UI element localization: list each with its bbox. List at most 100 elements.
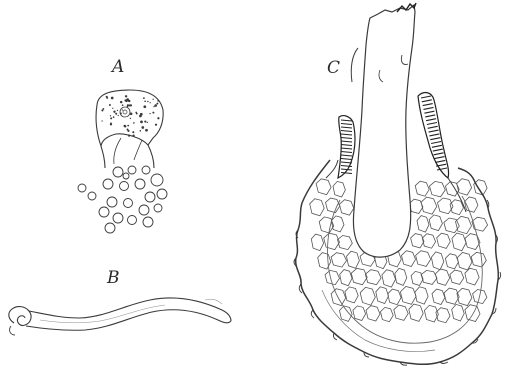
tissue-cell xyxy=(333,181,345,197)
stipple-dot xyxy=(143,105,146,108)
stipple-dot xyxy=(136,113,138,115)
tissue-cell xyxy=(431,252,443,270)
stipple-dot xyxy=(147,101,148,102)
tissue-cell xyxy=(339,200,353,215)
stipple-dot xyxy=(110,122,111,123)
stipple-dot xyxy=(101,120,102,121)
stipple-dot xyxy=(128,134,130,136)
stipple-dot xyxy=(145,129,148,132)
tissue-cell xyxy=(437,233,451,248)
spore-cell xyxy=(151,174,163,186)
tissue-cell xyxy=(465,305,480,322)
figure-c-drawing xyxy=(294,3,501,365)
stipple-dot xyxy=(149,113,150,114)
stipple-dot xyxy=(118,115,119,116)
stipple-dot xyxy=(144,121,146,123)
stipple-dot xyxy=(156,103,158,105)
tissue-cell xyxy=(331,289,346,306)
cap-ring xyxy=(120,107,130,117)
stipple-dot xyxy=(140,121,143,124)
tissue-cell xyxy=(311,234,323,251)
tissue-cell xyxy=(445,254,458,269)
tissue-cell xyxy=(457,253,472,271)
tissue-cell xyxy=(365,270,381,285)
stipple-dot xyxy=(152,99,153,100)
stipple-dot xyxy=(125,95,127,97)
tissue-cell xyxy=(416,251,431,267)
spore-cell xyxy=(145,192,155,202)
spore-cell xyxy=(107,197,117,207)
tissue-cell xyxy=(452,233,466,251)
stipple-dot xyxy=(132,131,134,133)
stipple-dot xyxy=(125,99,128,102)
cap-ring-inner xyxy=(123,110,127,114)
tissue-cell xyxy=(432,289,445,304)
stipple-dot xyxy=(152,112,154,114)
tissue-cell xyxy=(324,233,340,249)
spore-cell xyxy=(88,192,96,200)
tissue-cell xyxy=(353,306,366,321)
spore-cell xyxy=(128,166,136,174)
tissue-cell xyxy=(452,304,465,321)
tissue-cell xyxy=(388,289,401,305)
tissue-cell xyxy=(415,287,428,304)
spore-cell xyxy=(123,173,129,179)
stipple-dot xyxy=(150,102,151,103)
tissue-cell xyxy=(456,216,472,233)
stipple-dot xyxy=(113,111,115,113)
figure-b-drawing xyxy=(9,298,231,335)
tissue-cell xyxy=(429,215,442,231)
tissue-cell xyxy=(422,234,435,249)
tissue-cell xyxy=(400,287,416,305)
stipple-dot xyxy=(112,108,113,109)
tissue-cell xyxy=(310,199,325,216)
stipple-dot xyxy=(120,101,122,103)
stipple-dot xyxy=(109,104,111,106)
tissue-cell xyxy=(382,270,396,287)
stipple-dot xyxy=(127,125,129,127)
tissue-cell xyxy=(331,253,346,267)
stipple-dot xyxy=(130,118,131,119)
tissue-cell xyxy=(360,287,375,305)
tissue-cell xyxy=(351,268,367,285)
tissue-cell xyxy=(417,216,429,233)
tissue-cell xyxy=(376,287,389,304)
spore-cell xyxy=(135,179,145,189)
spore-cell xyxy=(143,217,153,227)
tissue-cell xyxy=(366,306,380,321)
tissue-cell xyxy=(457,179,472,195)
figure-label-b: B xyxy=(107,270,120,287)
tissue-cell xyxy=(409,304,423,321)
tissue-cell xyxy=(435,269,449,285)
stipple-dot xyxy=(132,134,134,136)
stipple-dot xyxy=(140,113,143,116)
stipple-dot xyxy=(157,100,159,102)
spore-cell xyxy=(124,199,133,208)
spore-cell xyxy=(154,204,162,212)
tissue-cell xyxy=(395,268,407,285)
stipple-dot xyxy=(147,122,148,123)
spore-cell xyxy=(78,184,86,192)
figure-a-drawing xyxy=(78,90,167,233)
stipple-dot xyxy=(122,104,124,106)
tissue-cell xyxy=(421,270,437,284)
stipple-dot xyxy=(144,100,146,102)
stipple-dot xyxy=(143,97,145,99)
stipple-dot xyxy=(106,96,108,98)
stipple-dot xyxy=(113,116,115,118)
tissue-cell xyxy=(316,179,331,195)
tissue-cell xyxy=(402,251,416,267)
stipple-dot xyxy=(111,97,114,100)
tissue-cell xyxy=(465,234,480,250)
tissue-cell xyxy=(381,307,394,321)
stipple-dot xyxy=(128,104,130,106)
stipple-dot xyxy=(154,104,157,107)
stipple-dot xyxy=(133,122,135,124)
spore-cell xyxy=(103,179,113,189)
stipple-dot xyxy=(127,130,129,132)
stipple-dot xyxy=(128,100,130,102)
stipple-dot xyxy=(110,117,112,119)
tissue-cell xyxy=(409,199,423,213)
tissue-cell xyxy=(347,251,360,268)
